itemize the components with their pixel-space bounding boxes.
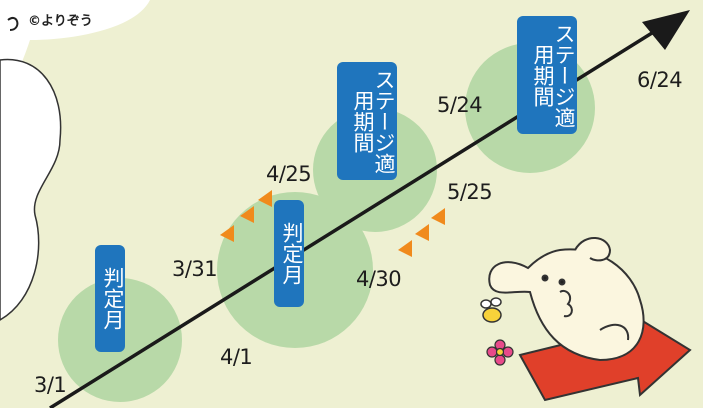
bee-icon [480,297,502,323]
date-label-4-30: 4/30 [356,267,402,291]
stage-period-label-2: ステージ適用期間 [517,16,577,134]
date-label-3-1: 3/1 [34,373,67,397]
timeline-arrow-head [642,10,690,50]
progress-arrowheads-1 [220,190,272,242]
date-label-4-25: 4/25 [266,162,312,186]
judge-month-label-1: 判定月 [95,245,125,352]
progress-arrowheads-2 [398,208,445,257]
date-label-5-25: 5/25 [447,180,493,204]
swirl-icon [7,17,19,31]
judge-month-label-2: 判定月 [274,200,304,307]
copyright-text: ©よりぞう [28,14,93,29]
flower-icon [486,339,514,366]
mascot-character-icon [488,237,645,362]
date-label-6-24: 6/24 [637,68,683,92]
date-label-3-31: 3/31 [172,257,218,281]
cloud-bubble [0,0,150,90]
date-label-5-24: 5/24 [437,93,483,117]
cloud-bubble-left [0,58,62,321]
date-label-4-1: 4/1 [220,345,253,369]
stage-period-label-1: ステージ適用期間 [337,62,397,180]
